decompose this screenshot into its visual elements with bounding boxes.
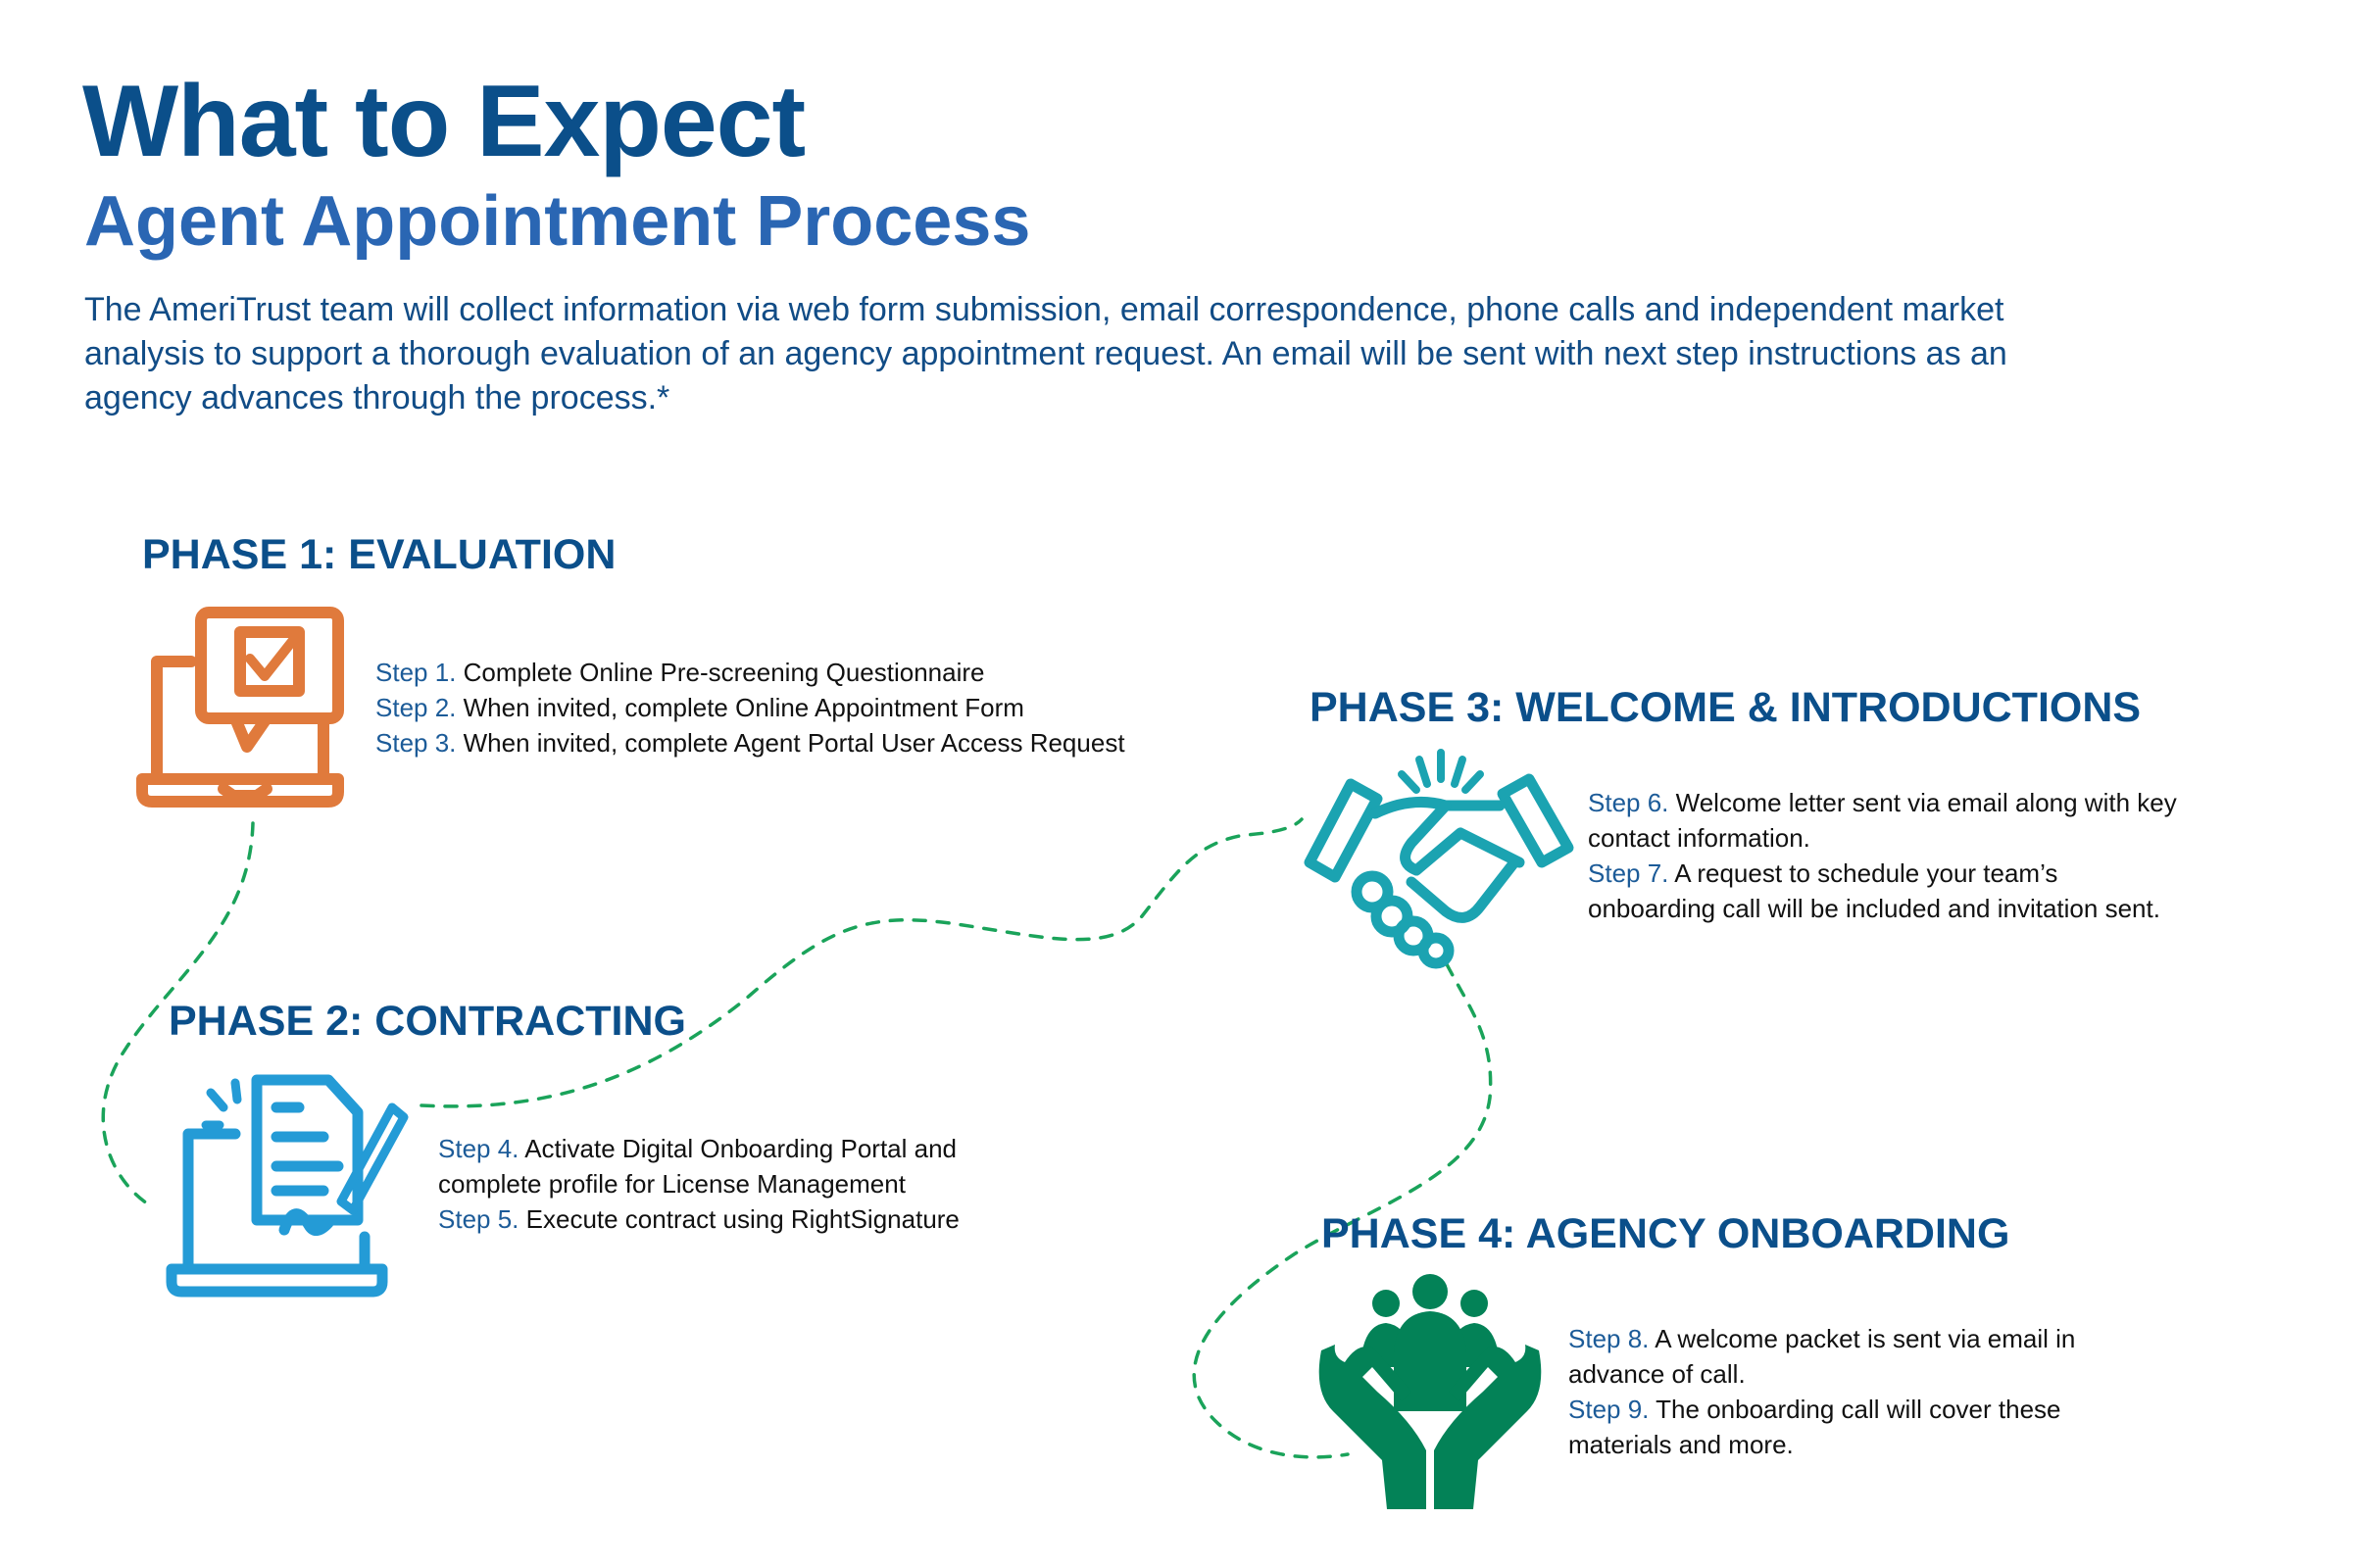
step-7: Step 7. A request to schedule your team’…	[1588, 856, 2177, 891]
step-7-cont: onboarding call will be included and inv…	[1588, 894, 2160, 923]
phase-4-title: PHASE 4: AGENCY ONBOARDING	[1321, 1210, 2010, 1257]
step-4: Step 4. Activate Digital Onboarding Port…	[438, 1131, 960, 1166]
phase-3-steps: Step 6. Welcome letter sent via email al…	[1588, 785, 2177, 926]
step-3: Step 3. When invited, complete Agent Por…	[375, 725, 1125, 760]
hands-holding-people-icon	[1318, 1274, 1542, 1509]
phase-2-steps: Step 4. Activate Digital Onboarding Port…	[438, 1131, 960, 1237]
step-label: Step 7.	[1588, 858, 1669, 888]
intro-line: The AmeriTrust team will collect informa…	[84, 291, 2004, 328]
intro-line: analysis to support a thorough evaluatio…	[84, 335, 2007, 372]
phase-4-steps: Step 8. A welcome packet is sent via ema…	[1568, 1321, 2075, 1462]
laptop-checkbox-icon	[136, 607, 344, 808]
step-8: Step 8. A welcome packet is sent via ema…	[1568, 1321, 2075, 1356]
step-4-cont: complete profile for License Management	[438, 1169, 906, 1199]
connector-phase2-phase3	[420, 817, 1304, 1108]
connector-phase3-phase4	[1192, 962, 1493, 1459]
step-9: Step 9. The onboarding call will cover t…	[1568, 1392, 2075, 1427]
step-text: A welcome packet is sent via email in	[1655, 1324, 2076, 1353]
step-text: Welcome letter sent via email along with…	[1675, 788, 2177, 817]
step-text: Complete Online Pre-screening Questionna…	[463, 658, 985, 687]
step-label: Step 1.	[375, 658, 457, 687]
phase-1-steps: Step 1. Complete Online Pre-screening Qu…	[375, 655, 1125, 760]
step-9-cont: materials and more.	[1568, 1430, 1794, 1459]
phase-1-title: PHASE 1: EVALUATION	[142, 531, 617, 578]
step-label: Step 9.	[1568, 1395, 1650, 1424]
step-text: When invited, complete Online Appointmen…	[463, 693, 1024, 722]
handshake-icon	[1304, 749, 1574, 969]
step-text: When invited, complete Agent Portal User…	[463, 728, 1125, 758]
step-label: Step 8.	[1568, 1324, 1650, 1353]
page-subtitle: Agent Appointment Process	[84, 182, 1031, 261]
step-label: Step 5.	[438, 1204, 519, 1234]
page-title: What to Expect	[82, 65, 806, 178]
step-1: Step 1. Complete Online Pre-screening Qu…	[375, 655, 1125, 690]
connector-phase1-phase2	[101, 821, 255, 1205]
step-text: Activate Digital Onboarding Portal and	[524, 1134, 958, 1163]
step-2: Step 2. When invited, complete Online Ap…	[375, 690, 1125, 725]
step-label: Step 3.	[375, 728, 457, 758]
intro-paragraph: The AmeriTrust team will collect informa…	[84, 288, 2007, 420]
intro-line: agency advances through the process.*	[84, 379, 670, 416]
step-text: The onboarding call will cover these	[1656, 1395, 2061, 1424]
step-6-cont: contact information.	[1588, 823, 1810, 853]
step-text: A request to schedule your team’s	[1674, 858, 2058, 888]
step-8-cont: advance of call.	[1568, 1359, 1746, 1389]
step-5: Step 5. Execute contract using RightSign…	[438, 1201, 960, 1237]
step-6: Step 6. Welcome letter sent via email al…	[1588, 785, 2177, 820]
phase-3-title: PHASE 3: WELCOME & INTRODUCTIONS	[1310, 684, 2142, 731]
step-label: Step 2.	[375, 693, 457, 722]
phase-2-title: PHASE 2: CONTRACTING	[169, 998, 686, 1045]
step-text: Execute contract using RightSignature	[525, 1204, 960, 1234]
step-label: Step 6.	[1588, 788, 1669, 817]
laptop-contract-sign-icon	[166, 1074, 409, 1298]
step-label: Step 4.	[438, 1134, 519, 1163]
